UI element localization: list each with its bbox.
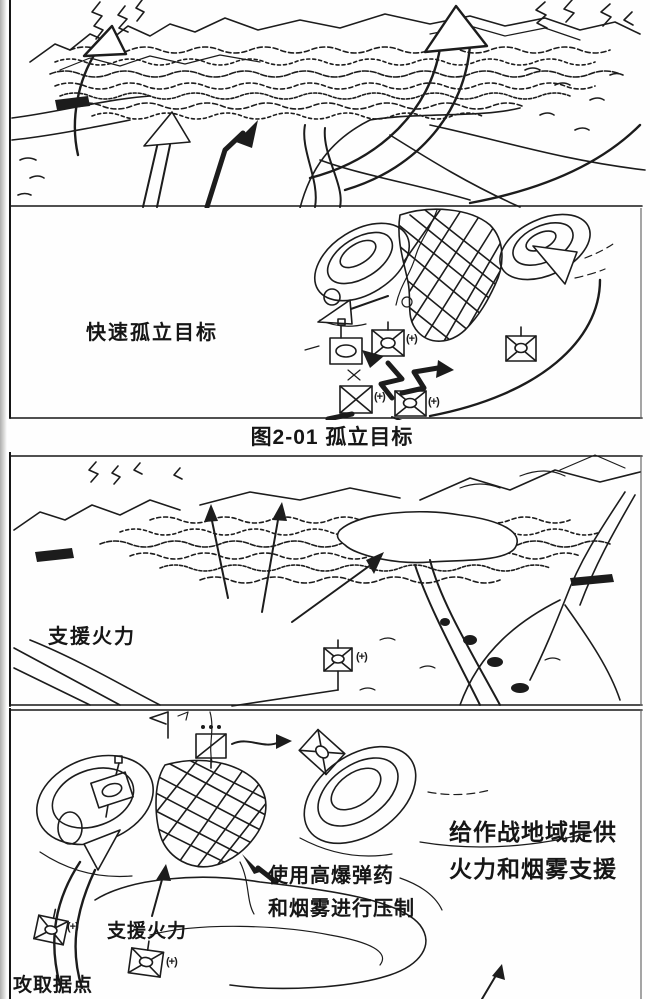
support-fire-arrow: [151, 864, 171, 917]
isolating-arc-arrow: [428, 243, 614, 418]
flag-marker: [149, 711, 189, 739]
town-grid: [155, 711, 267, 915]
provide-support-line2: 火力和烟雾支援: [449, 856, 617, 882]
roads: [13, 491, 636, 706]
isolate-objective-map: [9, 208, 643, 420]
mech-infantry-unit-icon: [127, 940, 165, 978]
envelopment-arrow-left: [73, 24, 128, 157]
mech-infantry-unit-icon: [371, 321, 405, 357]
provide-support-text: 给作战地域提供 火力和烟雾支援: [449, 814, 617, 888]
town-grid: [395, 208, 503, 342]
town-texture: [49, 46, 621, 120]
figure1-panorama-panel: [0, 0, 650, 208]
supporting-fire-arrows: [204, 502, 384, 623]
figure2-map-panel: [0, 708, 650, 999]
supporting-fire-label: 支援火力: [48, 626, 136, 648]
supporting-fire-label: 支援火力: [107, 921, 188, 942]
smoke-squiggles: [88, 461, 183, 485]
reinforced-marker: (+): [406, 333, 418, 345]
mech-infantry-unit-icon: [231, 639, 353, 707]
dark-building-block: [570, 574, 614, 586]
scan-edge-shadow: [0, 0, 7, 999]
mech-infantry-unit-icon: [33, 908, 69, 946]
assault-arrows: [142, 111, 258, 208]
figure2-panorama-panel: [0, 452, 650, 708]
armor-unit-icon: [90, 755, 134, 818]
suppression-line2: 和烟雾进行压制: [268, 898, 415, 920]
reinforced-marker: (+): [428, 396, 440, 408]
suppression-text: 使用高爆弹药 和烟雾进行压制: [268, 860, 415, 926]
reinforced-marker: (+): [67, 921, 79, 933]
dark-building-block: [35, 548, 74, 562]
reinforced-marker: (+): [166, 956, 178, 968]
mountain-ridges: [29, 13, 641, 71]
blocking-arrow-left: [317, 295, 389, 339]
reinforced-marker: (+): [374, 391, 386, 403]
infantry-unit-icon: [505, 326, 537, 362]
panorama-sketch-2: [9, 452, 643, 707]
clearing-outline: [336, 510, 518, 564]
attack-zigzag-arrows: [304, 345, 454, 420]
suppression-arrow: [242, 854, 279, 885]
contour-hill-left: [313, 222, 411, 327]
isolate-objective-label: 快速孤立目标: [86, 322, 218, 344]
scrub-marks: [17, 67, 624, 196]
deploy-arrow: [231, 734, 292, 749]
panorama-sketch-1: [9, 0, 646, 208]
reinforced-marker: (+): [356, 651, 368, 663]
provide-support-line1: 给作战地域提供: [449, 819, 617, 845]
seize-strongpoint-label: 攻取据点: [13, 975, 94, 996]
infantry-unit-icon: [298, 728, 346, 776]
figure-caption: 图2-01 孤立目标: [250, 426, 414, 449]
armor-unit-icon: [329, 337, 363, 365]
mountain-ridges: [13, 454, 641, 531]
suppression-line1: 使用高爆弹药: [268, 865, 394, 887]
seize-strongpoint-arrow: [53, 829, 121, 990]
figure1-map-panel: [0, 208, 650, 420]
envelopment-arrow-right: [308, 4, 642, 205]
vegetation-blobs: [359, 618, 561, 693]
assembly-area-contours: [94, 876, 505, 999]
mech-infantry-unit-icon: [394, 390, 427, 417]
infantry-unit-icon: [339, 385, 373, 414]
smoke-squiggles: [91, 0, 634, 40]
contour-hill-right: [299, 745, 593, 857]
fire-support-map: [9, 708, 643, 999]
